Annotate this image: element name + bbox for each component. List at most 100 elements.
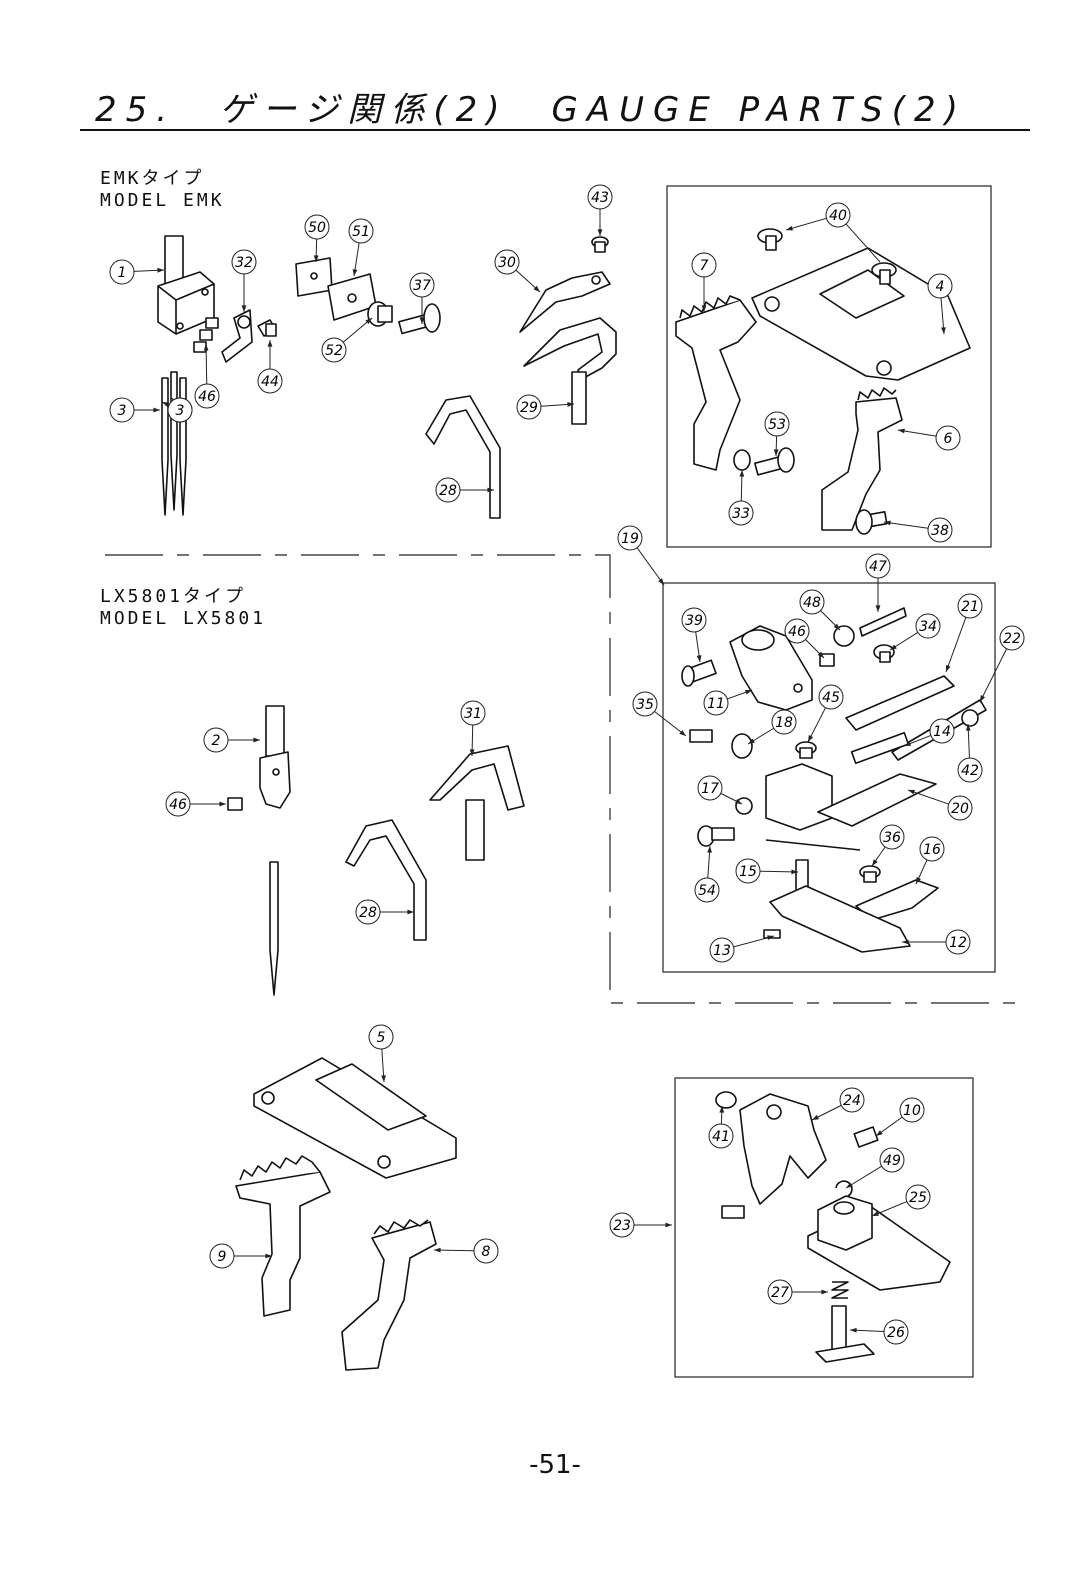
part-number-label: 16 [923,842,941,858]
callout-circle [348,218,374,244]
part-callout: 53 [764,411,790,457]
callout-arrowhead [808,735,814,742]
part-callout: 50 [304,214,330,263]
section-label-emk: EMKタイプ MODEL EMK [100,168,225,212]
part-number-label: 11 [707,696,725,712]
part-number-label: 26 [887,1325,905,1341]
section-label-emk-en: MODEL EMK [100,190,225,211]
callout-arrowhead [876,1130,883,1136]
part-number-label: 30 [498,255,516,271]
callout-circle [825,202,851,228]
part-callout: 1 [109,259,165,285]
callout-circle [516,394,542,420]
part-callout: 3 [167,397,193,423]
callout-circle [460,700,486,726]
callout-leader-line [845,223,881,263]
callout-circle [321,337,347,363]
callout-circle [735,858,761,884]
part-number-label: 40 [829,208,847,224]
callout-arrowhead [253,737,260,743]
part-number-label: 2 [212,733,221,749]
callout-circle [883,1319,909,1345]
foot-25 [807,1195,951,1291]
callout-circle [691,252,717,278]
part-number-label: 34 [919,619,937,635]
callout-circle [905,1184,931,1210]
part-number-label: 49 [883,1153,901,1169]
callout-arrowhead [407,909,414,915]
needle-lx5801 [269,861,279,996]
part-callout: 32 [231,249,257,312]
callout-leader-line [733,935,775,948]
part-callout: 8 [433,1238,499,1264]
screw-42 [961,709,979,727]
section-label-lx5801-en: MODEL LX5801 [100,608,267,629]
callout-arrowhead [872,1211,879,1216]
feed-dog-6 [821,387,903,531]
callout-arrowhead [767,935,774,941]
needle-clamp-emk [157,235,215,335]
callout-leader-line [785,217,827,231]
callout-circle [697,775,723,801]
plate-50 [295,257,333,297]
part-number-label: 1 [118,265,127,281]
callout-leader-line [979,648,1008,703]
part-number-label: 17 [701,781,719,797]
part-callout: 12 [902,929,971,955]
part-callout: 46 [194,343,220,409]
part-callout: 17 [697,775,743,805]
callout-leader-line [845,1165,883,1189]
callout-circle [435,477,461,503]
part-callout: 40 [785,202,851,231]
page-number: -51- [529,1450,581,1480]
callout-circle [609,1212,635,1238]
callout-leader-line [907,789,949,805]
callout-arrowhead [735,798,742,804]
callout-arrowhead [916,877,921,884]
part-callout: 26 [849,1319,909,1345]
spring-47 [859,607,907,637]
screw-37 [398,303,441,335]
callout-circle [304,214,330,240]
callout-circle [818,684,844,710]
screw-35 [689,729,713,743]
part-callout: 44 [257,340,283,394]
part-number-label: 8 [482,1244,491,1260]
part-number-label: 3 [118,403,127,419]
part-callout: 20 [907,789,973,821]
callout-arrowhead [748,738,755,744]
part-number-label: 41 [712,1129,730,1145]
part-callout: 33 [728,469,754,526]
part-number-label: 51 [352,224,370,240]
part-callout: 16 [915,836,945,885]
callout-arrowhead [267,340,273,347]
part-number-label: 14 [933,724,951,740]
callout-circle [409,272,435,298]
part-number-label: 18 [775,715,793,731]
callout-circle [231,249,257,275]
callout-arrowhead [434,1247,441,1253]
screw-41 [715,1091,737,1109]
throat-plate-5 [253,1057,457,1179]
callout-circle [109,259,135,285]
part-callout: 31 [460,700,486,757]
part-callout: 9 [209,1243,272,1269]
part-callout: 52 [321,317,373,363]
part-callout: 46 [784,618,825,659]
callout-circle [167,397,193,423]
part-number-label: 31 [464,706,482,722]
part-callout: 45 [807,684,844,743]
screw-45 [795,741,817,759]
callout-arrowhead [665,1222,672,1228]
part-number-label: 32 [235,255,253,271]
callout-circle [681,607,707,633]
plate-20 [817,773,937,827]
part-callout: 30 [494,249,541,293]
part-number-label: 15 [739,864,757,880]
part-callout: 27 [767,1279,828,1305]
plate-21 [845,675,955,731]
presser-12 [769,885,911,953]
part-number-label: 19 [621,531,639,547]
callout-arrowhead [812,1114,819,1120]
part-number-label: 10 [903,1103,921,1119]
